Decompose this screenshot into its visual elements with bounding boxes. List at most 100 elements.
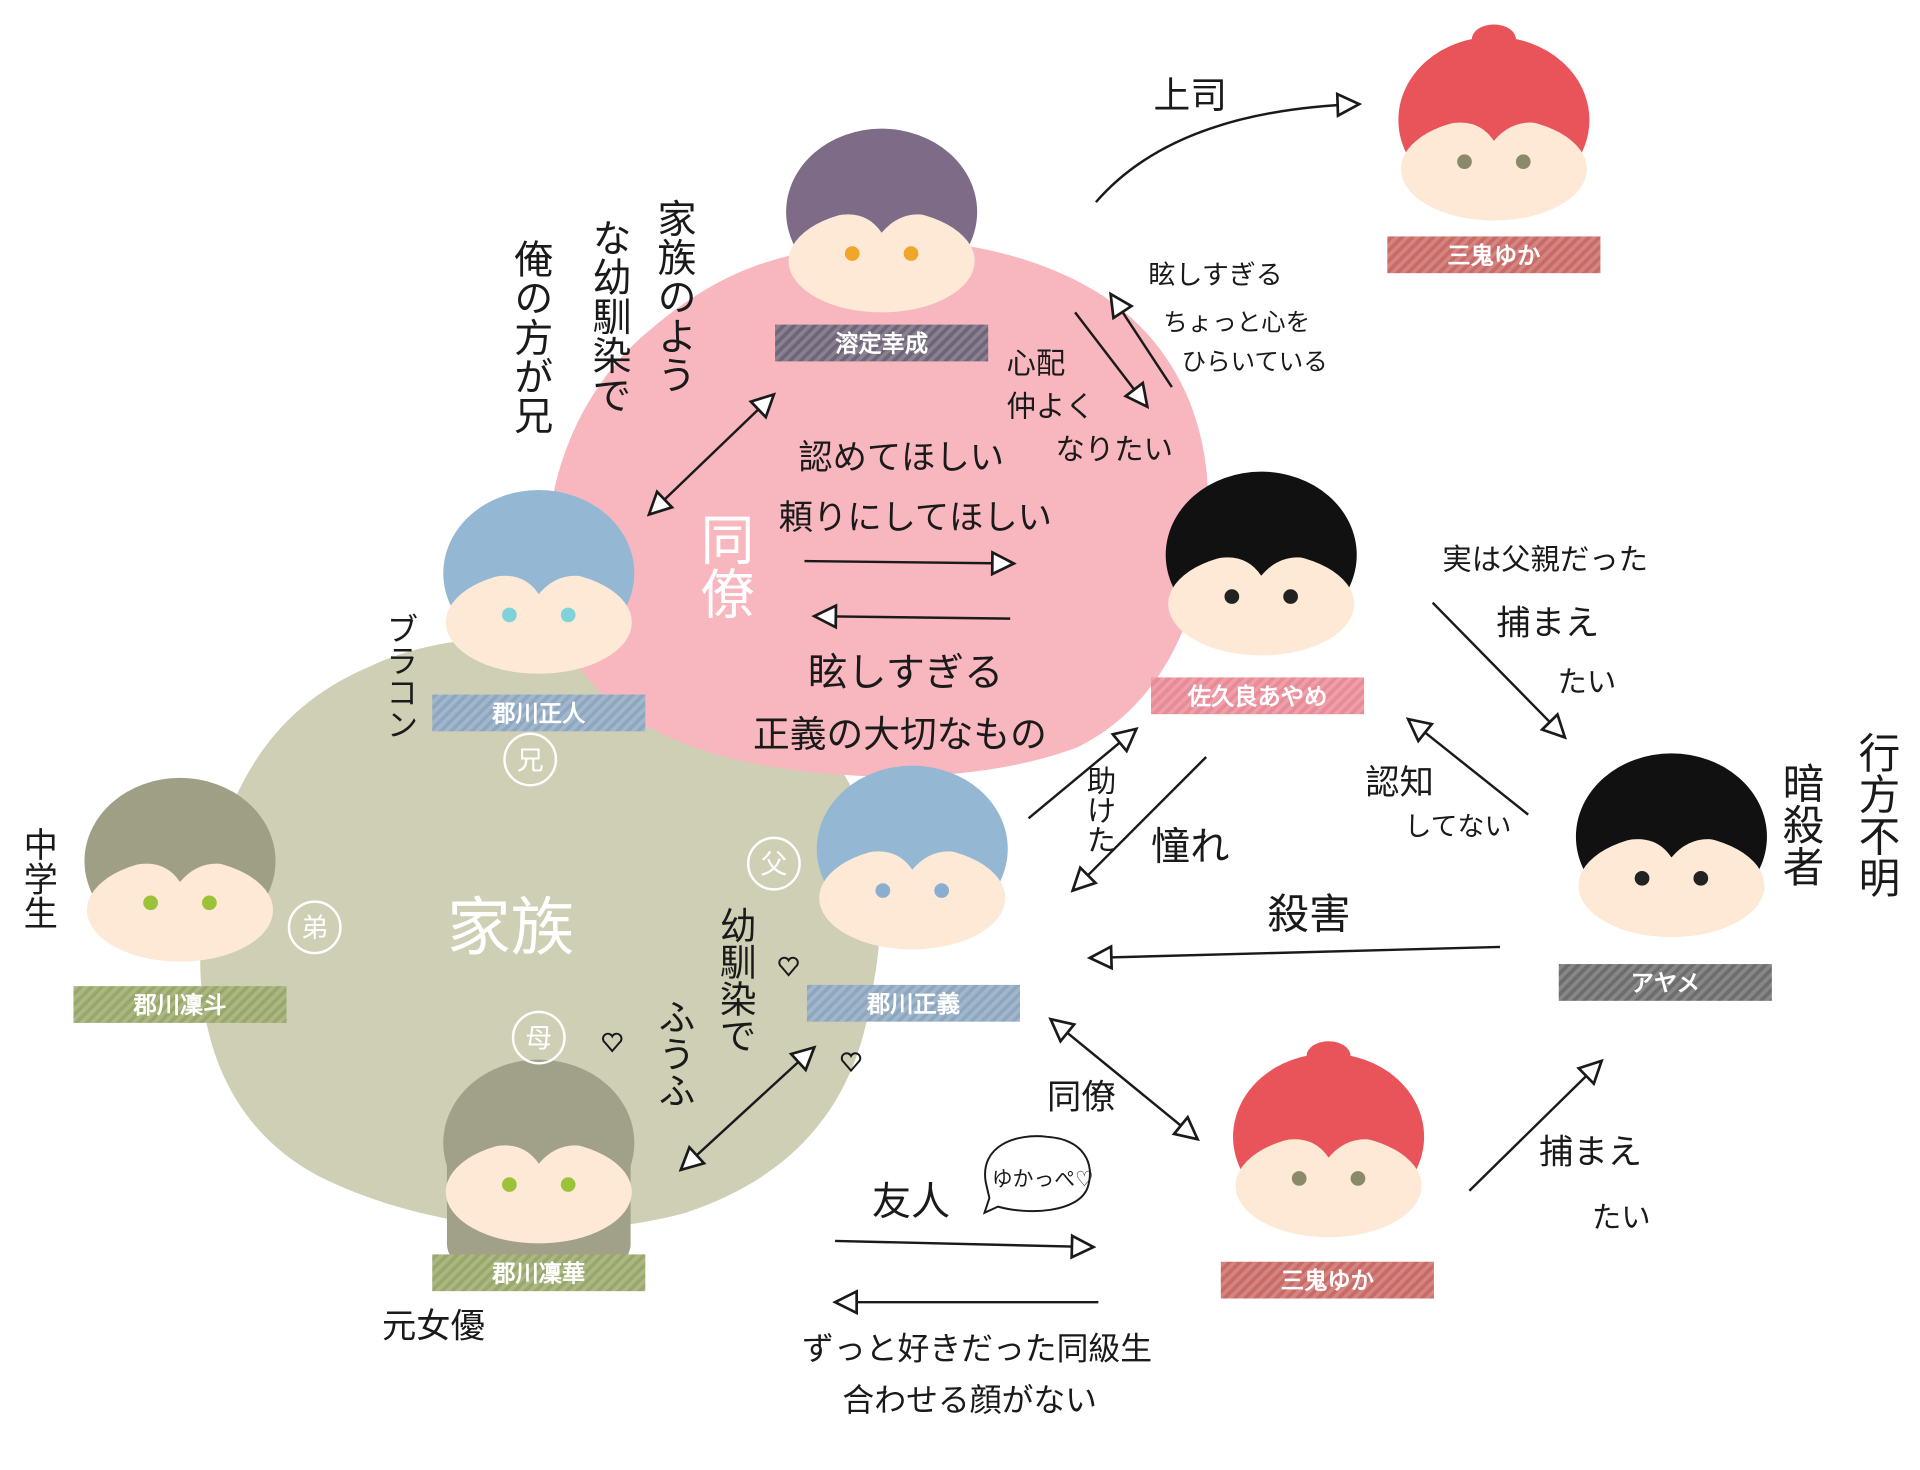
note-saved: 助けた [1083,765,1117,853]
svg-text:弟: 弟 [301,913,328,944]
character-name: 郡川凜華 [491,1260,585,1287]
arrow-murder [1090,947,1501,958]
note-friend: 友人 [872,1180,950,1225]
arrow-childhood-friends [649,394,774,514]
eye [1224,589,1240,604]
note-get-along-2: なりたい [1056,432,1173,466]
note-murder: 殺害 [1267,890,1350,939]
name-label: 郡川正人 [432,694,646,732]
eye [1457,154,1472,170]
character-avatar [443,1059,635,1268]
note-get-along-1: 仲よく [1007,389,1095,423]
eye [1693,870,1709,886]
character-masato: 郡川正人 [432,490,646,732]
eye [560,1177,576,1192]
character-avatar [816,765,1008,950]
relationship-arrows [649,104,1602,1302]
character-avatar [1398,24,1590,221]
eye [1634,870,1650,886]
arrow-not-acknowledged [1408,719,1529,816]
arrow-boss [1094,104,1359,203]
note-want-catch-1b: たい [1558,665,1617,699]
colleague-group-label: 同僚 [691,512,754,620]
note-married: ふうふ [652,998,695,1108]
character-avatar [84,777,276,962]
note-not-acknowledged-1: 認知 [1365,763,1434,803]
heart-icon [840,1052,862,1073]
character-name: 佐久良あやめ [1187,683,1328,710]
character-avatar [443,490,635,674]
svg-text:父: 父 [760,849,787,880]
character-rinka: 郡川凜華 [432,1059,646,1292]
note-precious: 正義の大切なもの [753,713,1047,756]
eye [903,246,919,261]
arrow-admiration [1073,756,1207,891]
character-yukinari: 溶定幸成 [775,128,989,362]
eye [875,883,891,898]
arrow-married [681,1047,814,1170]
arrow-friend [835,1241,1093,1247]
notes: 上司 眩しすぎる ちょっと心を ひらいている 心配 仲よく なりたい 俺の方が兄… [17,74,1901,1419]
note-want-catch-2a: 捕まえ [1539,1133,1642,1173]
svg-text:母: 母 [525,1023,552,1054]
eye [1291,1171,1307,1186]
eye [844,246,860,261]
arrow-saved [1027,729,1137,820]
badge-mother: 母 [511,1010,566,1065]
name-label: 郡川正義 [806,984,1020,1022]
note-like-family: 家族のよう [651,198,696,394]
note-boss: 上司 [1153,74,1226,117]
note-middle-schooler: 中学生 [17,827,57,930]
eye [1283,589,1298,604]
note-former-actress: 元女優 [382,1307,485,1347]
character-name: アヤメ [1631,970,1700,997]
arrow-colleague-2 [1051,1019,1198,1139]
badge-younger-brother: 弟 [287,900,342,955]
character-rinto: 郡川凜斗 [73,777,287,1023]
character-name: 郡川正人 [491,701,586,728]
characters: 溶定幸成三鬼ゆか郡川正人佐久良あやめ郡川凜斗郡川正義アヤメ郡川凜華三鬼ゆか [73,24,1772,1299]
heart-icon [602,1032,623,1053]
arrow-too-bright-opening [1111,294,1173,388]
badge-father: 父 [746,836,801,891]
note-want-catch-2b: たい [1592,1200,1651,1234]
eye [202,895,217,911]
nickname-speech-bubble: ゆかっぺ♡ [982,1135,1094,1215]
note-actually-father: 実は父親だった [1442,543,1648,577]
badge-older-brother: 兄 [503,732,558,787]
note-cant-face: 合わせる顔がない [842,1381,1097,1419]
character-name: 郡川凜斗 [132,992,226,1019]
name-label: 三鬼ゆか [1220,1261,1434,1299]
note-classmate-love: ずっと好きだった同級生 [802,1330,1152,1368]
note-im-older: 俺の方が兄 [508,239,554,435]
arrow-want-catch-1 [1431,601,1565,738]
eye [1515,154,1531,170]
note-not-acknowledged-2: してない [1404,811,1511,842]
eye [502,1177,517,1192]
name-label: 溶定幸成 [775,324,989,362]
name-label: 三鬼ゆか [1387,236,1601,274]
heart-icons [602,956,862,1073]
heart-icon [778,956,799,977]
note-opening-heart-2: ひらいている [1182,347,1328,376]
eye [502,607,517,623]
note-colleague-2: 同僚 [1047,1078,1116,1118]
family-group-label: 家族 [447,891,574,965]
character-avatar [1165,471,1357,656]
character-name: 三鬼ゆか [1447,242,1540,269]
character-yuka_top: 三鬼ゆか [1387,24,1601,274]
note-want-reliance: 頼りにしてほしい [779,498,1052,538]
character-name: 溶定幸成 [835,331,928,358]
character-avatar [1575,753,1767,938]
eye [560,607,576,623]
note-childhood-friend-like: な幼馴染で [586,218,631,414]
eye [934,883,949,898]
arrow-worry [1074,311,1147,406]
arrow-want-reliance [804,561,1013,563]
note-opening-heart-1: ちょっと心を [1163,308,1310,337]
name-label: アヤメ [1558,964,1772,1001]
note-missing: 行方不明 [1851,731,1900,898]
character-ayame: アヤメ [1558,753,1772,1001]
name-label: 郡川凜華 [432,1254,646,1292]
